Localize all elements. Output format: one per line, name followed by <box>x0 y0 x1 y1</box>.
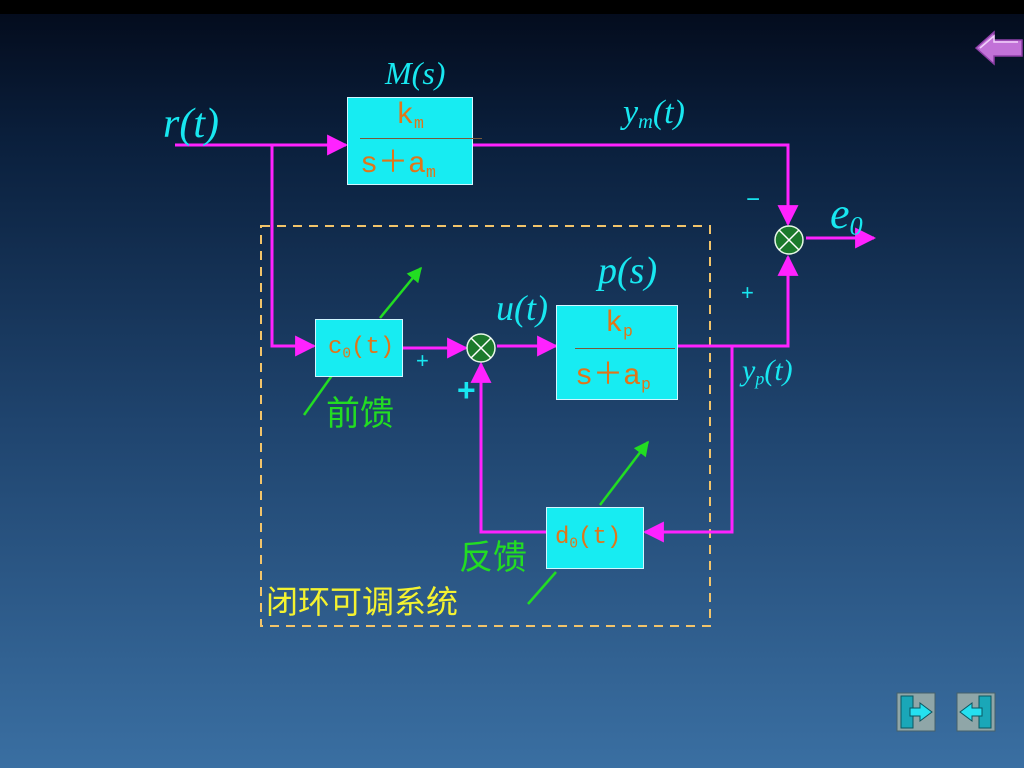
line-r-to-feedforward <box>270 145 317 357</box>
feedback-adjust-arrow <box>599 440 649 506</box>
door-right-arrow-icon[interactable] <box>956 692 996 732</box>
feedforward-annotation: 前馈 <box>326 394 394 434</box>
top-bar <box>0 0 1024 14</box>
feedback-block: d0(t) <box>546 507 644 569</box>
model-numerator: km <box>396 99 424 133</box>
feedback-pointer-line <box>527 571 557 605</box>
model-block: km s＋am <box>347 97 482 185</box>
line-plant-output <box>677 254 799 348</box>
feedforward-pointer-line <box>302 373 335 416</box>
plant-numerator: kp <box>605 307 633 341</box>
signal-e0-label: e0 <box>830 189 863 241</box>
plant-block: kp s＋ap <box>556 305 678 400</box>
plant-denominator: s＋ap <box>575 360 651 394</box>
error-minus-sign: − <box>746 186 761 213</box>
line-plant-to-feedback <box>642 346 734 543</box>
summing-junction-error <box>774 225 804 255</box>
summing-junction-control <box>466 333 496 363</box>
signal-u-label: u(t) <box>496 288 548 328</box>
signal-r-label: r(t) <box>163 101 219 147</box>
line-feedback-to-sum <box>470 361 546 534</box>
plant-fraction-bar <box>575 348 675 349</box>
feedforward-adjust-arrow <box>379 266 422 319</box>
sum-plus-feedforward-sign: + <box>416 348 429 373</box>
return-arrow-icon[interactable] <box>972 28 1024 68</box>
signal-yp-label: yp(t) <box>742 354 793 389</box>
feedback-block-text: d0(t) <box>555 524 622 553</box>
model-fraction-bar <box>360 138 482 139</box>
adjustable-system-frame <box>260 225 711 627</box>
plant-block-label: p(s) <box>598 250 658 292</box>
adjustable-system-annotation: 闭环可调系统 <box>266 583 459 621</box>
sum-plus-feedback-sign: + <box>457 372 476 408</box>
feedforward-block-text: c0(t) <box>328 334 395 363</box>
error-plus-sign: + <box>741 280 754 305</box>
feedforward-block: c0(t) <box>315 319 403 377</box>
line-model-output <box>472 143 799 227</box>
signal-ym-label: ym(t) <box>623 94 685 134</box>
door-left-arrow-icon[interactable] <box>896 692 936 732</box>
model-block-label: M(s) <box>385 55 446 91</box>
feedback-annotation: 反馈 <box>459 538 527 578</box>
model-denominator: s＋am <box>360 148 436 182</box>
